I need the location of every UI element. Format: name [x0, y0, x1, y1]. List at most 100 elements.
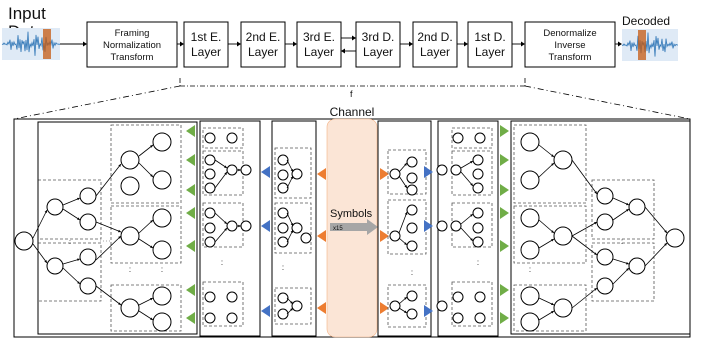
neuron-node: [474, 312, 486, 324]
orange-triangle-left-2: [317, 230, 326, 242]
neuron-node: [406, 240, 418, 252]
neuron-node: [277, 222, 289, 234]
pipeline-box-denorm-line3: Transform: [549, 52, 592, 63]
neuron-node: [79, 187, 97, 205]
neuron-node: [300, 232, 312, 244]
f-bracket: [13, 78, 691, 120]
neuron-node: [389, 168, 401, 180]
svg-text::: :: [129, 265, 131, 274]
neuron-node: [596, 277, 614, 295]
neuron-node: [277, 207, 289, 219]
pipeline-box-denorm-line1: Denormalize: [543, 28, 596, 39]
neuron-node: [472, 168, 484, 180]
pipeline-box-framing-line2: Normalization: [103, 40, 161, 51]
neuron-node: [204, 154, 216, 166]
neuron-node: [152, 132, 172, 152]
svg-text::: :: [411, 268, 413, 277]
neuron-node: [152, 208, 172, 228]
neuron-node: [152, 170, 172, 190]
decoder-third-layer-block: :: [377, 120, 432, 337]
blue-triangle-left-1: [261, 166, 270, 178]
svg-text::: :: [477, 258, 479, 267]
neuron-node: [520, 170, 540, 190]
neuron-node: [472, 207, 484, 219]
blue-triangle-right-2: [424, 220, 433, 232]
svg-text::: :: [69, 239, 71, 246]
green-triangle-left-7: [186, 312, 195, 324]
neuron-node: [152, 286, 172, 306]
neuron-node: [120, 298, 140, 318]
symbols-label: Symbols: [330, 208, 373, 220]
neuron-node: [474, 132, 486, 144]
neuron-node: [46, 257, 64, 275]
neuron-node: [389, 300, 401, 312]
pipeline-box-d1-line2: Layer: [475, 45, 505, 59]
svg-text::: :: [621, 237, 623, 246]
pipeline-box-e1-line1: 1st E.: [191, 30, 222, 44]
decoder-first-layer-block: ::: [510, 120, 691, 335]
blue-triangle-left-3: [261, 305, 270, 317]
svg-text::: :: [529, 265, 531, 274]
neuron-node: [596, 248, 614, 266]
green-triangle-right-4: [500, 207, 509, 219]
neuron-node: [79, 277, 97, 295]
pipeline-box-d3-line1: 3rd D.: [362, 30, 395, 44]
svg-text::: :: [221, 258, 223, 267]
neuron-node: [628, 198, 646, 216]
neuron-node: [406, 172, 418, 184]
pipeline-box-d2-line1: 2nd D.: [417, 30, 452, 44]
neuron-node: [472, 222, 484, 234]
neuron-node: [436, 220, 448, 232]
neuron-node: [79, 248, 97, 266]
symbols-count: x15: [333, 226, 343, 232]
neuron-node: [406, 156, 418, 168]
neuron-node: [553, 226, 573, 246]
svg-text::: :: [282, 263, 284, 272]
neuron-node: [553, 298, 573, 318]
neuron-node: [291, 168, 303, 180]
neuron-node: [406, 184, 418, 196]
green-triangle-right-2: [500, 154, 509, 166]
neuron-node: [226, 291, 238, 303]
neuron-node: [204, 236, 216, 248]
pipeline-box-e2-line2: Layer: [248, 45, 278, 59]
input-data-label-line1: Input: [8, 4, 46, 23]
green-triangle-right-7: [500, 312, 509, 324]
neuron-node: [277, 169, 289, 181]
pipeline-box-e1-line2: Layer: [191, 45, 221, 59]
neuron-node: [436, 164, 448, 176]
neuron-node: [472, 154, 484, 166]
neuron-node: [452, 291, 464, 303]
neuron-node: [553, 150, 573, 170]
neuron-node: [204, 132, 216, 144]
neuron-node: [596, 213, 614, 231]
neuron-node: [472, 236, 484, 248]
decoded-waveform-icon: [621, 29, 678, 61]
neuron-node: [436, 300, 448, 312]
green-triangle-left-1: [186, 125, 195, 137]
detail-network: :::::::::: [14, 120, 691, 337]
decoder-second-layer-block: :: [436, 120, 499, 337]
neuron-node: [452, 132, 464, 144]
pipeline-box-e2-line1: 2nd E.: [246, 30, 281, 44]
orange-triangle-left-1: [317, 168, 326, 180]
encoder-second-layer-block: :: [199, 120, 261, 337]
neuron-node: [240, 220, 252, 232]
neuron-node: [277, 182, 289, 194]
input-waveform-icon: [1, 28, 61, 60]
neuron-node: [277, 292, 289, 304]
neuron-node: [226, 164, 238, 176]
svg-text::: :: [161, 265, 163, 274]
neuron-node: [472, 182, 484, 194]
blue-triangle-left-2: [261, 220, 270, 232]
pipeline-box-framing-line3: Transform: [111, 52, 154, 63]
green-triangle-left-2: [186, 154, 195, 166]
green-triangle-left-3: [186, 184, 195, 196]
neuron-node: [452, 312, 464, 324]
neuron-node: [204, 222, 216, 234]
pipeline-box-framing-line1: Framing: [115, 28, 150, 39]
green-triangle-right-1: [500, 125, 509, 137]
neuron-node: [46, 198, 64, 216]
